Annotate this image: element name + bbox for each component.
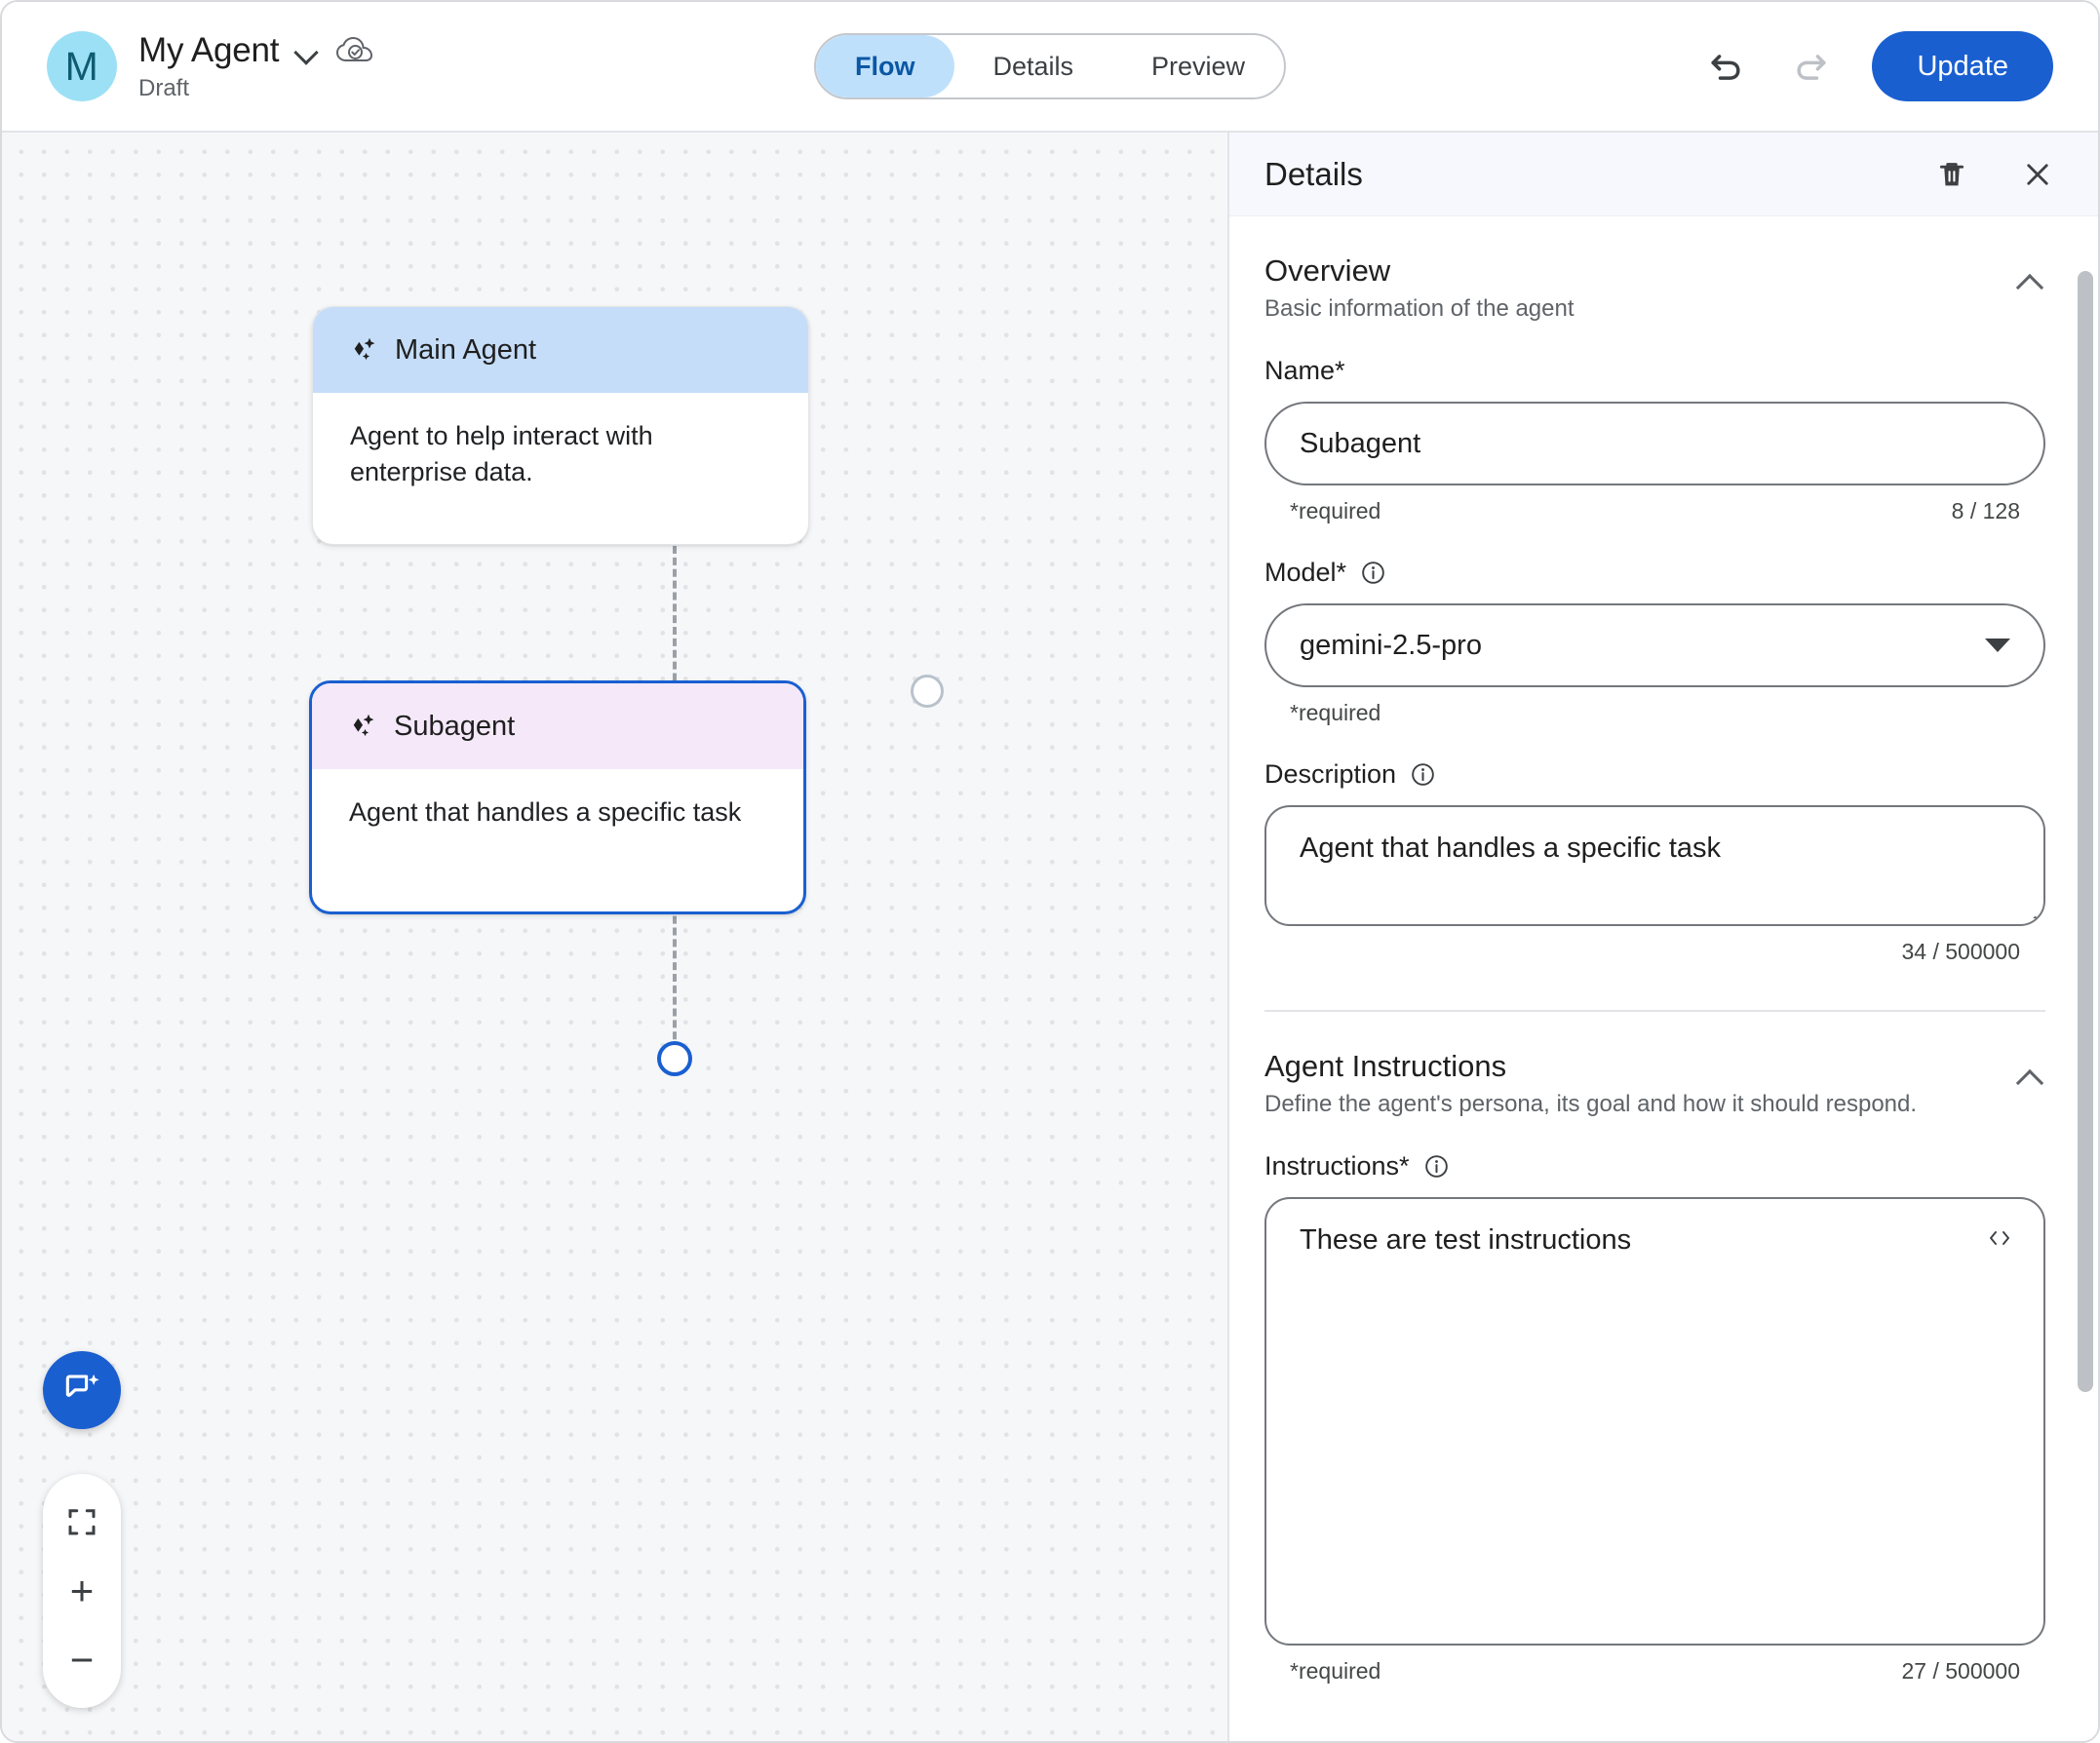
model-helper-row: *required <box>1264 700 2045 726</box>
description-counter: 34 / 500000 <box>1901 939 2020 964</box>
info-icon[interactable] <box>1423 1153 1450 1180</box>
instructions-required-text: *required <box>1290 1658 1381 1684</box>
description-label-row: Description <box>1264 759 2045 790</box>
caret-down-icon <box>1985 639 2010 652</box>
model-label-row: Model* <box>1264 558 2045 588</box>
model-label: Model* <box>1264 558 1347 587</box>
instructions-counter: 27 / 500000 <box>1901 1658 2020 1684</box>
panel-scrollbar[interactable] <box>2078 271 2093 1741</box>
node-input-port[interactable] <box>657 1041 692 1076</box>
name-input-value: Subagent <box>1300 427 1421 459</box>
model-select-value: gemini-2.5-pro <box>1300 629 1482 661</box>
details-panel-body: Overview Basic information of the agent … <box>1229 216 2081 1741</box>
description-textarea[interactable]: Agent that handles a specific task <box>1264 805 2045 926</box>
update-button[interactable]: Update <box>1872 31 2053 101</box>
trash-icon[interactable] <box>1926 149 1977 200</box>
instructions-label-row: Instructions* <box>1264 1151 2045 1181</box>
sparkle-icon <box>350 335 379 365</box>
node-output-port[interactable] <box>911 675 944 708</box>
name-counter: 8 / 128 <box>1951 498 2020 523</box>
description-helper-row: 34 / 500000 <box>1264 939 2045 965</box>
details-panel-actions <box>1926 149 2063 200</box>
brand-block: M My Agent Draft <box>2 31 374 102</box>
flow-node-main-agent[interactable]: Main Agent Agent to help interact with e… <box>312 306 809 545</box>
instructions-helper-row: *required 27 / 500000 <box>1264 1658 2045 1685</box>
tab-flow[interactable]: Flow <box>815 35 954 97</box>
name-input[interactable]: Subagent <box>1264 402 2045 485</box>
chevron-down-icon[interactable] <box>294 38 320 63</box>
status-badge: Draft <box>138 74 190 101</box>
name-label-row: Name* <box>1264 356 2045 386</box>
model-select[interactable]: gemini-2.5-pro <box>1264 603 2045 687</box>
info-icon[interactable] <box>1410 761 1436 788</box>
overview-subtitle: Basic information of the agent <box>1264 295 1575 322</box>
view-mode-tabs: Flow Details Preview <box>813 33 1287 99</box>
info-icon[interactable] <box>1360 560 1386 586</box>
instructions-textarea-value: These are test instructions <box>1300 1224 1632 1256</box>
flow-node-description: Agent to help interact with enterprise d… <box>350 421 653 487</box>
code-brackets-icon[interactable] <box>1985 1226 2014 1257</box>
redo-icon[interactable] <box>1786 41 1837 92</box>
tab-preview[interactable]: Preview <box>1112 35 1284 97</box>
zoom-controls: + − <box>43 1474 121 1708</box>
name-helper-row: *required 8 / 128 <box>1264 498 2045 524</box>
details-panel-title: Details <box>1264 155 1363 192</box>
agent-instructions-section-header[interactable]: Agent Instructions Define the agent's pe… <box>1264 1012 2045 1118</box>
flow-canvas[interactable]: Main Agent Agent to help interact with e… <box>2 133 1227 1741</box>
overview-title: Overview <box>1264 253 1391 288</box>
chat-sparkle-icon[interactable] <box>43 1351 121 1429</box>
agent-instructions-subtitle: Define the agent's persona, its goal and… <box>1264 1091 1918 1117</box>
zoom-in-button[interactable]: + <box>53 1562 111 1620</box>
model-field-group: Model* gemini-2.5-pro *required <box>1264 558 2045 726</box>
zoom-out-button[interactable]: − <box>53 1631 111 1689</box>
flow-node-title: Main Agent <box>395 333 537 366</box>
panel-scrollbar-thumb[interactable] <box>2078 271 2093 1392</box>
chevron-up-icon[interactable] <box>2016 269 2045 298</box>
instructions-label: Instructions* <box>1264 1151 1410 1181</box>
flow-node-header: Subagent <box>312 683 803 769</box>
model-required-text: *required <box>1290 700 1381 725</box>
name-label: Name* <box>1264 356 1345 385</box>
agent-instructions-title: Agent Instructions <box>1264 1049 1507 1083</box>
tab-details[interactable]: Details <box>953 35 1112 97</box>
top-bar: M My Agent Draft Flow D <box>2 2 2098 133</box>
flow-node-subagent[interactable]: Subagent Agent that handles a specific t… <box>309 680 806 914</box>
details-panel-header: Details <box>1229 133 2098 216</box>
chevron-up-icon[interactable] <box>2016 1065 2045 1094</box>
cloud-check-icon <box>335 36 374 65</box>
sparkle-icon <box>349 712 378 741</box>
section-divider <box>1264 1010 2045 1012</box>
overview-section-header[interactable]: Overview Basic information of the agent <box>1264 216 2045 323</box>
overview-section-text: Overview Basic information of the agent <box>1264 253 2016 323</box>
flow-node-header: Main Agent <box>313 307 808 393</box>
instructions-textarea[interactable]: These are test instructions <box>1264 1197 2045 1646</box>
name-field-group: Name* Subagent *required 8 / 128 <box>1264 356 2045 524</box>
agent-instructions-section-text: Agent Instructions Define the agent's pe… <box>1264 1049 2016 1118</box>
instructions-field-group: Instructions* These are test instruction… <box>1264 1151 2045 1685</box>
flow-node-description: Agent that handles a specific task <box>349 797 742 827</box>
fit-to-screen-icon[interactable] <box>53 1492 111 1551</box>
close-icon[interactable] <box>2012 149 2063 200</box>
description-field-group: Description Agent that handles a specifi… <box>1264 759 2045 965</box>
top-bar-actions: Update <box>1700 31 2053 101</box>
avatar: M <box>47 31 117 101</box>
details-panel: Details <box>1227 133 2098 1741</box>
undo-icon[interactable] <box>1700 41 1751 92</box>
brand-title-row: My Agent <box>138 31 374 70</box>
description-label: Description <box>1264 759 1397 789</box>
brand-text: My Agent Draft <box>138 31 374 102</box>
flow-node-title: Subagent <box>394 710 516 742</box>
name-required-text: *required <box>1290 498 1381 523</box>
page-title: My Agent <box>138 30 280 69</box>
description-textarea-value: Agent that handles a specific task <box>1300 833 1722 864</box>
resize-handle-icon[interactable] <box>2015 897 2037 918</box>
